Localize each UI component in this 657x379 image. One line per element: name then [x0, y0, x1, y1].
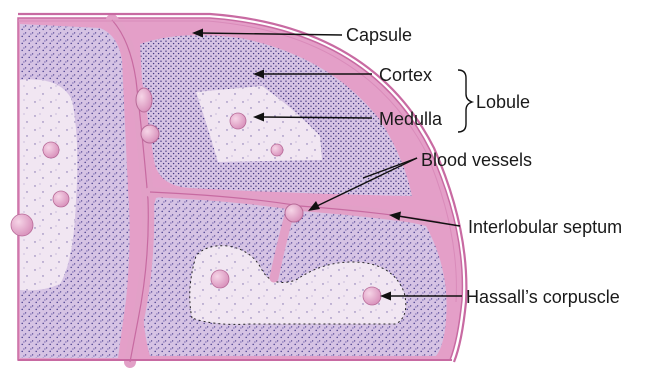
- left-lobule-medulla-dots: [20, 79, 77, 290]
- hassalls-corpuscle-4: [53, 191, 69, 207]
- label-medulla: Medulla: [379, 109, 443, 129]
- hassalls-corpuscle-3: [43, 142, 59, 158]
- label-blood-vessels: Blood vessels: [421, 150, 532, 170]
- hassalls-corpuscle-7: [363, 287, 381, 305]
- hassalls-corpuscle-2: [271, 144, 283, 156]
- label-hassalls-corpuscle: Hassall’s corpuscle: [466, 287, 620, 307]
- blood-vessel-upper: [136, 88, 152, 112]
- label-cortex: Cortex: [379, 65, 432, 85]
- hassalls-corpuscle-6: [211, 270, 229, 288]
- lobule-brace: [458, 70, 472, 132]
- label-interlobular-septum: Interlobular septum: [468, 217, 622, 237]
- label-lobule: Lobule: [476, 92, 530, 112]
- hassalls-corpuscle-1: [230, 113, 246, 129]
- blood-vessel-septum: [285, 204, 303, 222]
- leader-medulla: [262, 117, 372, 118]
- label-capsule: Capsule: [346, 25, 412, 45]
- hassalls-corpuscle-5: [11, 214, 33, 236]
- blood-vessel-middle: [141, 125, 159, 143]
